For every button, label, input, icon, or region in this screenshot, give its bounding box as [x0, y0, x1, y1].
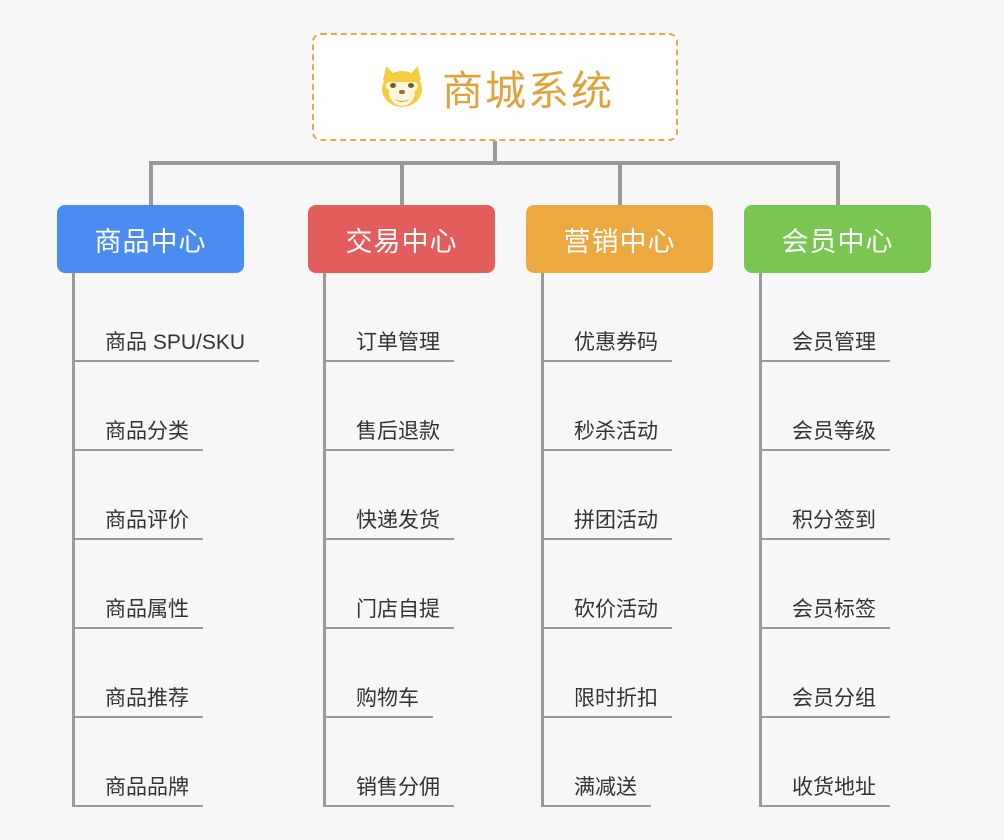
- leaf-label: 会员标签: [759, 598, 890, 629]
- leaf-item[interactable]: 收货地址: [759, 718, 931, 807]
- leaf-item[interactable]: 拼团活动: [541, 451, 713, 540]
- connector-horizontal-bus: [149, 161, 840, 165]
- leaf-item[interactable]: 会员分组: [759, 629, 931, 718]
- leaf-label: 会员分组: [759, 687, 890, 718]
- leaf-label: 购物车: [323, 687, 433, 718]
- connector-root-stem: [493, 141, 497, 163]
- leaf-label: 商品评价: [72, 509, 203, 540]
- leaf-label: 会员管理: [759, 331, 890, 362]
- leaf-item[interactable]: 砍价活动: [541, 540, 713, 629]
- leaf-label: 商品推荐: [72, 687, 203, 718]
- leaf-item[interactable]: 商品属性: [72, 540, 259, 629]
- shiba-dog-face-icon: [376, 61, 428, 113]
- leaf-label: 会员等级: [759, 420, 890, 451]
- leaf-label: 限时折扣: [541, 687, 672, 718]
- leaf-item[interactable]: 商品分类: [72, 362, 259, 451]
- leaf-item[interactable]: 满减送: [541, 718, 713, 807]
- leaf-item[interactable]: 优惠券码: [541, 273, 713, 362]
- category-label: 会员中心: [781, 226, 894, 257]
- leaf-label: 满减送: [541, 776, 651, 807]
- leaf-item[interactable]: 门店自提: [323, 540, 495, 629]
- category-label: 营销中心: [563, 226, 676, 257]
- connector-drop-marketing-center: [618, 161, 622, 207]
- leaf-list-trade-center: 订单管理 售后退款 快递发货 门店自提 购物车 销售分佣: [323, 273, 495, 807]
- leaf-item[interactable]: 订单管理: [323, 273, 495, 362]
- leaf-list-product-center: 商品 SPU/SKU 商品分类 商品评价 商品属性 商品推荐 商品品牌: [72, 273, 260, 807]
- connector-drop-trade-center: [400, 161, 404, 207]
- leaf-item[interactable]: 会员等级: [759, 362, 931, 451]
- category-label: 商品中心: [94, 226, 207, 257]
- leaf-item[interactable]: 快递发货: [323, 451, 495, 540]
- leaf-item[interactable]: 会员标签: [759, 540, 931, 629]
- leaf-item[interactable]: 销售分佣: [323, 718, 495, 807]
- leaf-label: 商品 SPU/SKU: [72, 331, 260, 362]
- category-label: 交易中心: [345, 226, 458, 257]
- leaf-label: 商品分类: [72, 420, 203, 451]
- leaf-label: 快递发货: [323, 509, 454, 540]
- connector-drop-member-center: [836, 161, 840, 207]
- category-header-product-center[interactable]: 商品中心: [57, 205, 244, 273]
- column-product-center: 商品中心 商品 SPU/SKU 商品分类 商品评价 商品属性 商品推荐 商品品牌: [57, 205, 260, 807]
- leaf-item[interactable]: 商品评价: [72, 451, 259, 540]
- leaf-label: 门店自提: [323, 598, 454, 629]
- category-header-marketing-center[interactable]: 营销中心: [526, 205, 713, 273]
- leaf-label: 拼团活动: [541, 509, 672, 540]
- leaf-label: 销售分佣: [323, 776, 454, 807]
- leaf-list-member-center: 会员管理 会员等级 积分签到 会员标签 会员分组 收货地址: [759, 273, 931, 807]
- leaf-list-marketing-center: 优惠券码 秒杀活动 拼团活动 砍价活动 限时折扣 满减送: [541, 273, 713, 807]
- root-title: 商城系统: [442, 68, 614, 114]
- leaf-label: 砍价活动: [541, 598, 672, 629]
- leaf-item[interactable]: 商品品牌: [72, 718, 259, 807]
- leaf-label: 优惠券码: [541, 331, 672, 362]
- leaf-label: 秒杀活动: [541, 420, 672, 451]
- leaf-item[interactable]: 商品推荐: [72, 629, 259, 718]
- leaf-item[interactable]: 限时折扣: [541, 629, 713, 718]
- connector-drop-product-center: [149, 161, 153, 207]
- leaf-item[interactable]: 购物车: [323, 629, 495, 718]
- leaf-item[interactable]: 商品 SPU/SKU: [72, 273, 260, 362]
- column-member-center: 会员中心 会员管理 会员等级 积分签到 会员标签 会员分组 收货地址: [744, 205, 931, 807]
- leaf-label: 订单管理: [323, 331, 454, 362]
- column-trade-center: 交易中心 订单管理 售后退款 快递发货 门店自提 购物车 销售分佣: [308, 205, 495, 807]
- leaf-label: 商品品牌: [72, 776, 203, 807]
- column-marketing-center: 营销中心 优惠券码 秒杀活动 拼团活动 砍价活动 限时折扣 满减送: [526, 205, 713, 807]
- leaf-item[interactable]: 会员管理: [759, 273, 931, 362]
- root-node-mall-system[interactable]: 商城系统: [312, 33, 678, 141]
- category-header-member-center[interactable]: 会员中心: [744, 205, 931, 273]
- category-header-trade-center[interactable]: 交易中心: [308, 205, 495, 273]
- leaf-label: 售后退款: [323, 420, 454, 451]
- leaf-item[interactable]: 积分签到: [759, 451, 931, 540]
- leaf-item[interactable]: 售后退款: [323, 362, 495, 451]
- leaf-label: 收货地址: [759, 776, 890, 807]
- leaf-label: 积分签到: [759, 509, 890, 540]
- leaf-item[interactable]: 秒杀活动: [541, 362, 713, 451]
- leaf-label: 商品属性: [72, 598, 203, 629]
